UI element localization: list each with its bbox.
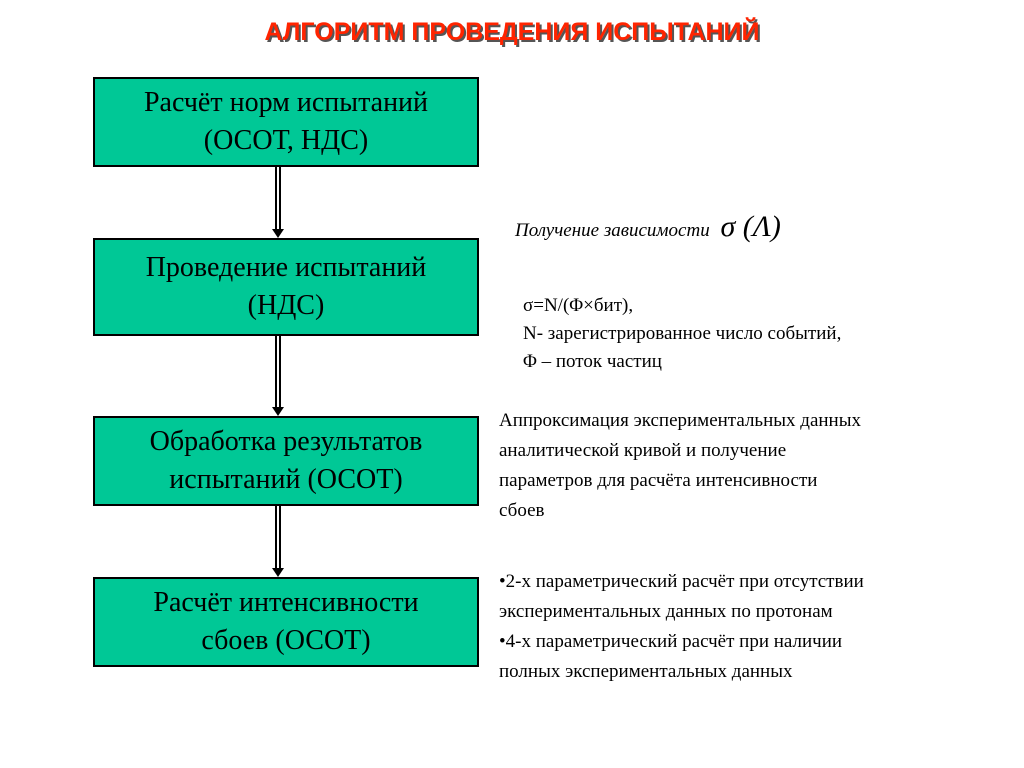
dependency-note: Получение зависимости σ (Λ) — [515, 210, 781, 244]
formula-definition-phi: Φ – поток частиц — [523, 351, 662, 372]
bullet-line: •2-х параметрический расчёт при отсутств… — [499, 571, 864, 592]
step-calc-norms-label: Расчёт норм испытаний (ОСОТ, НДС) — [143, 87, 429, 156]
approximation-line: аналитической кривой и получение — [499, 440, 787, 461]
arrow-head-icon — [272, 229, 284, 238]
bullet-line: полных экспериментальных данных — [499, 661, 793, 682]
step-process-results-box: Обработка результатов испытаний (ОСОТ) — [93, 416, 479, 506]
arrow-shaft — [275, 336, 281, 407]
approximation-line: параметров для расчёта интенсивности — [499, 470, 818, 491]
bullet-line: •4-х параметрический расчёт при наличии — [499, 631, 843, 652]
step-conduct-tests-box: Проведение испытаний (НДС) — [93, 238, 479, 336]
page-title: АЛГОРИТМ ПРОВЕДЕНИЯ ИСПЫТАНИЙ — [264, 18, 760, 46]
arrow-step2-to-step3 — [272, 336, 284, 416]
approximation-line: Аппроксимация экспериментальных данных — [499, 410, 861, 431]
dependency-text: Получение зависимости — [515, 220, 710, 241]
arrow-head-icon — [272, 568, 284, 577]
arrow-step3-to-step4 — [272, 506, 284, 577]
arrow-step1-to-step2 — [272, 167, 284, 238]
arrow-shaft — [275, 167, 281, 229]
bullet-line: экспериментальных данных по протонам — [499, 601, 833, 622]
step-failure-rate-box: Расчёт интенсивности сбоев (ОСОТ) — [93, 577, 479, 667]
arrow-shaft — [275, 506, 281, 568]
formula-definition-n: N- зарегистрированное число событий, — [523, 323, 842, 344]
formula-block: σ=N/(Φ×бит), N- зарегистрированное число… — [523, 292, 841, 376]
calculation-bullets: •2-х параметрический расчёт при отсутств… — [499, 567, 1009, 687]
sigma-lambda-symbol: σ (Λ) — [720, 210, 781, 243]
formula-line: σ=N/(Φ×бит), — [523, 295, 634, 316]
step-failure-rate-label: Расчёт интенсивности сбоев (ОСОТ) — [153, 587, 419, 656]
step-calc-norms-box: Расчёт норм испытаний (ОСОТ, НДС) — [93, 77, 479, 167]
approximation-text: Аппроксимация экспериментальных данных а… — [499, 406, 1009, 526]
step-process-results-label: Обработка результатов испытаний (ОСОТ) — [149, 426, 423, 495]
step-conduct-tests-label: Проведение испытаний (НДС) — [145, 252, 427, 321]
approximation-line: сбоев — [499, 500, 545, 521]
arrow-head-icon — [272, 407, 284, 416]
